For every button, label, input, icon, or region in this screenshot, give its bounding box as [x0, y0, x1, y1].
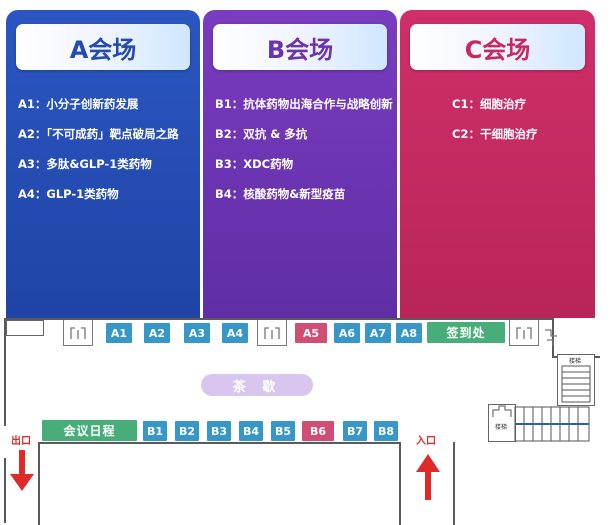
wall-bottom-divider: [38, 442, 40, 525]
booth-b5[interactable]: B5: [271, 421, 295, 441]
venue-a-topic: A3：多肽&GLP-1类药物: [18, 157, 152, 171]
booth-a3[interactable]: A3: [184, 323, 210, 343]
venue-b-topic: B2：双抗 & 多抗: [215, 127, 308, 141]
booth-a2[interactable]: A2: [144, 323, 170, 343]
booth-b8[interactable]: B8: [374, 421, 398, 441]
door-top-3: [509, 320, 539, 346]
stairs-icon: [561, 365, 591, 403]
venue-c-topic: C1：细胞治疗: [452, 97, 526, 111]
venue-b-topic: B3：XDC药物: [215, 157, 294, 171]
wall-bottom-left: [38, 442, 400, 444]
booth-a1[interactable]: A1: [106, 323, 132, 343]
stairs-icon: [514, 406, 590, 442]
booth-b6[interactable]: B6: [302, 421, 334, 441]
wall-right-upper: [552, 318, 554, 358]
arrow-down-icon: [10, 450, 34, 491]
wall-left-top: [4, 318, 6, 426]
booth-b4[interactable]: B4: [239, 421, 263, 441]
venue-c-panel: C会场 C1：细胞治疗 C2：干细胞治疗: [400, 10, 595, 318]
booth-a4[interactable]: A4: [222, 323, 248, 343]
agenda-board[interactable]: 会议日程: [42, 420, 137, 441]
door-top-2: [257, 320, 287, 346]
wall-left-bottom: [4, 458, 6, 523]
venue-c-title: C会场: [410, 24, 585, 70]
booth-b7[interactable]: B7: [343, 421, 367, 441]
venue-b-topic: B4：核酸药物&新型疫苗: [215, 187, 346, 201]
door-icon: [516, 327, 532, 339]
booth-b2[interactable]: B2: [175, 421, 199, 441]
venue-a-panel: A会场 A1：小分子创新药发展 A2：「不可成药」靶点破局之路 A3：多肽&GL…: [6, 10, 200, 318]
checkin-desk[interactable]: 签到处: [427, 322, 505, 343]
floor-plan: A1 A2 A3 A4 A5 A6 A7 A8 签到处 茶 歇 会议日程 B1 …: [4, 318, 600, 525]
venue-c-topics: C1：细胞治疗 C2：干细胞治疗: [452, 96, 589, 156]
stairwell-lower-label: 楼梯: [495, 424, 508, 431]
booth-b3[interactable]: B3: [207, 421, 231, 441]
door-icon: [70, 327, 86, 339]
venue-b-topic: B1：抗体药物出海合作与战略创新: [215, 97, 393, 111]
venue-a-topic: A1：小分子创新药发展: [18, 97, 139, 111]
venue-a-topic: A4：GLP-1类药物: [18, 187, 119, 201]
booth-a8[interactable]: A8: [396, 323, 422, 343]
wall-top: [4, 318, 552, 320]
exit-label: 出口: [11, 436, 31, 447]
elevator-icon: [492, 405, 512, 417]
wall-bottom-divider-2: [399, 442, 401, 525]
venue-a-topics: A1：小分子创新药发展 A2：「不可成药」靶点破局之路 A3：多肽&GLP-1类…: [18, 96, 194, 216]
booth-a5[interactable]: A5: [295, 323, 327, 343]
arrow-up-icon: [416, 454, 440, 500]
venue-b-topics: B1：抗体药物出海合作与战略创新 B2：双抗 & 多抗 B3：XDC药物 B4：…: [215, 96, 393, 216]
venue-b-panel: B会场 B1：抗体药物出海合作与战略创新 B2：双抗 & 多抗 B3：XDC药物…: [203, 10, 397, 318]
booth-a7[interactable]: A7: [365, 323, 391, 343]
stairwell-upper: [557, 354, 595, 406]
venue-a-topic: A2：「不可成药」靶点破局之路: [18, 127, 179, 141]
door-icon: [264, 327, 280, 339]
venue-b-title: B会场: [213, 24, 387, 70]
venue-a-title: A会场: [16, 24, 190, 70]
info-desk-box: [6, 320, 44, 336]
door-top-1: [63, 320, 93, 346]
tea-break-area[interactable]: 茶 歇: [201, 374, 313, 396]
booth-b1[interactable]: B1: [143, 421, 167, 441]
wall-right-lower: [453, 442, 455, 525]
stairs-icon: [545, 329, 557, 346]
booth-a6[interactable]: A6: [334, 323, 360, 343]
venue-c-topic: C2：干细胞治疗: [452, 127, 538, 141]
entrance-label: 入口: [416, 436, 436, 447]
stairwell-upper-label: 楼梯: [569, 358, 582, 365]
